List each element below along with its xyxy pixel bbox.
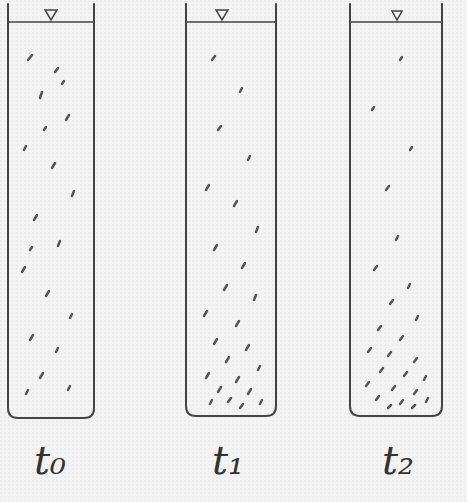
particles	[22, 55, 74, 394]
time-label: t₂	[382, 440, 414, 480]
test-tube	[350, 4, 442, 416]
water-surface	[350, 11, 442, 22]
particles	[366, 57, 428, 408]
time-label: t₁	[212, 440, 244, 480]
water-surface	[8, 10, 94, 22]
water-surface	[186, 10, 276, 22]
test-tube	[186, 4, 276, 416]
particles	[204, 56, 262, 408]
test-tube	[8, 4, 94, 418]
time-label: t₀	[34, 440, 66, 480]
